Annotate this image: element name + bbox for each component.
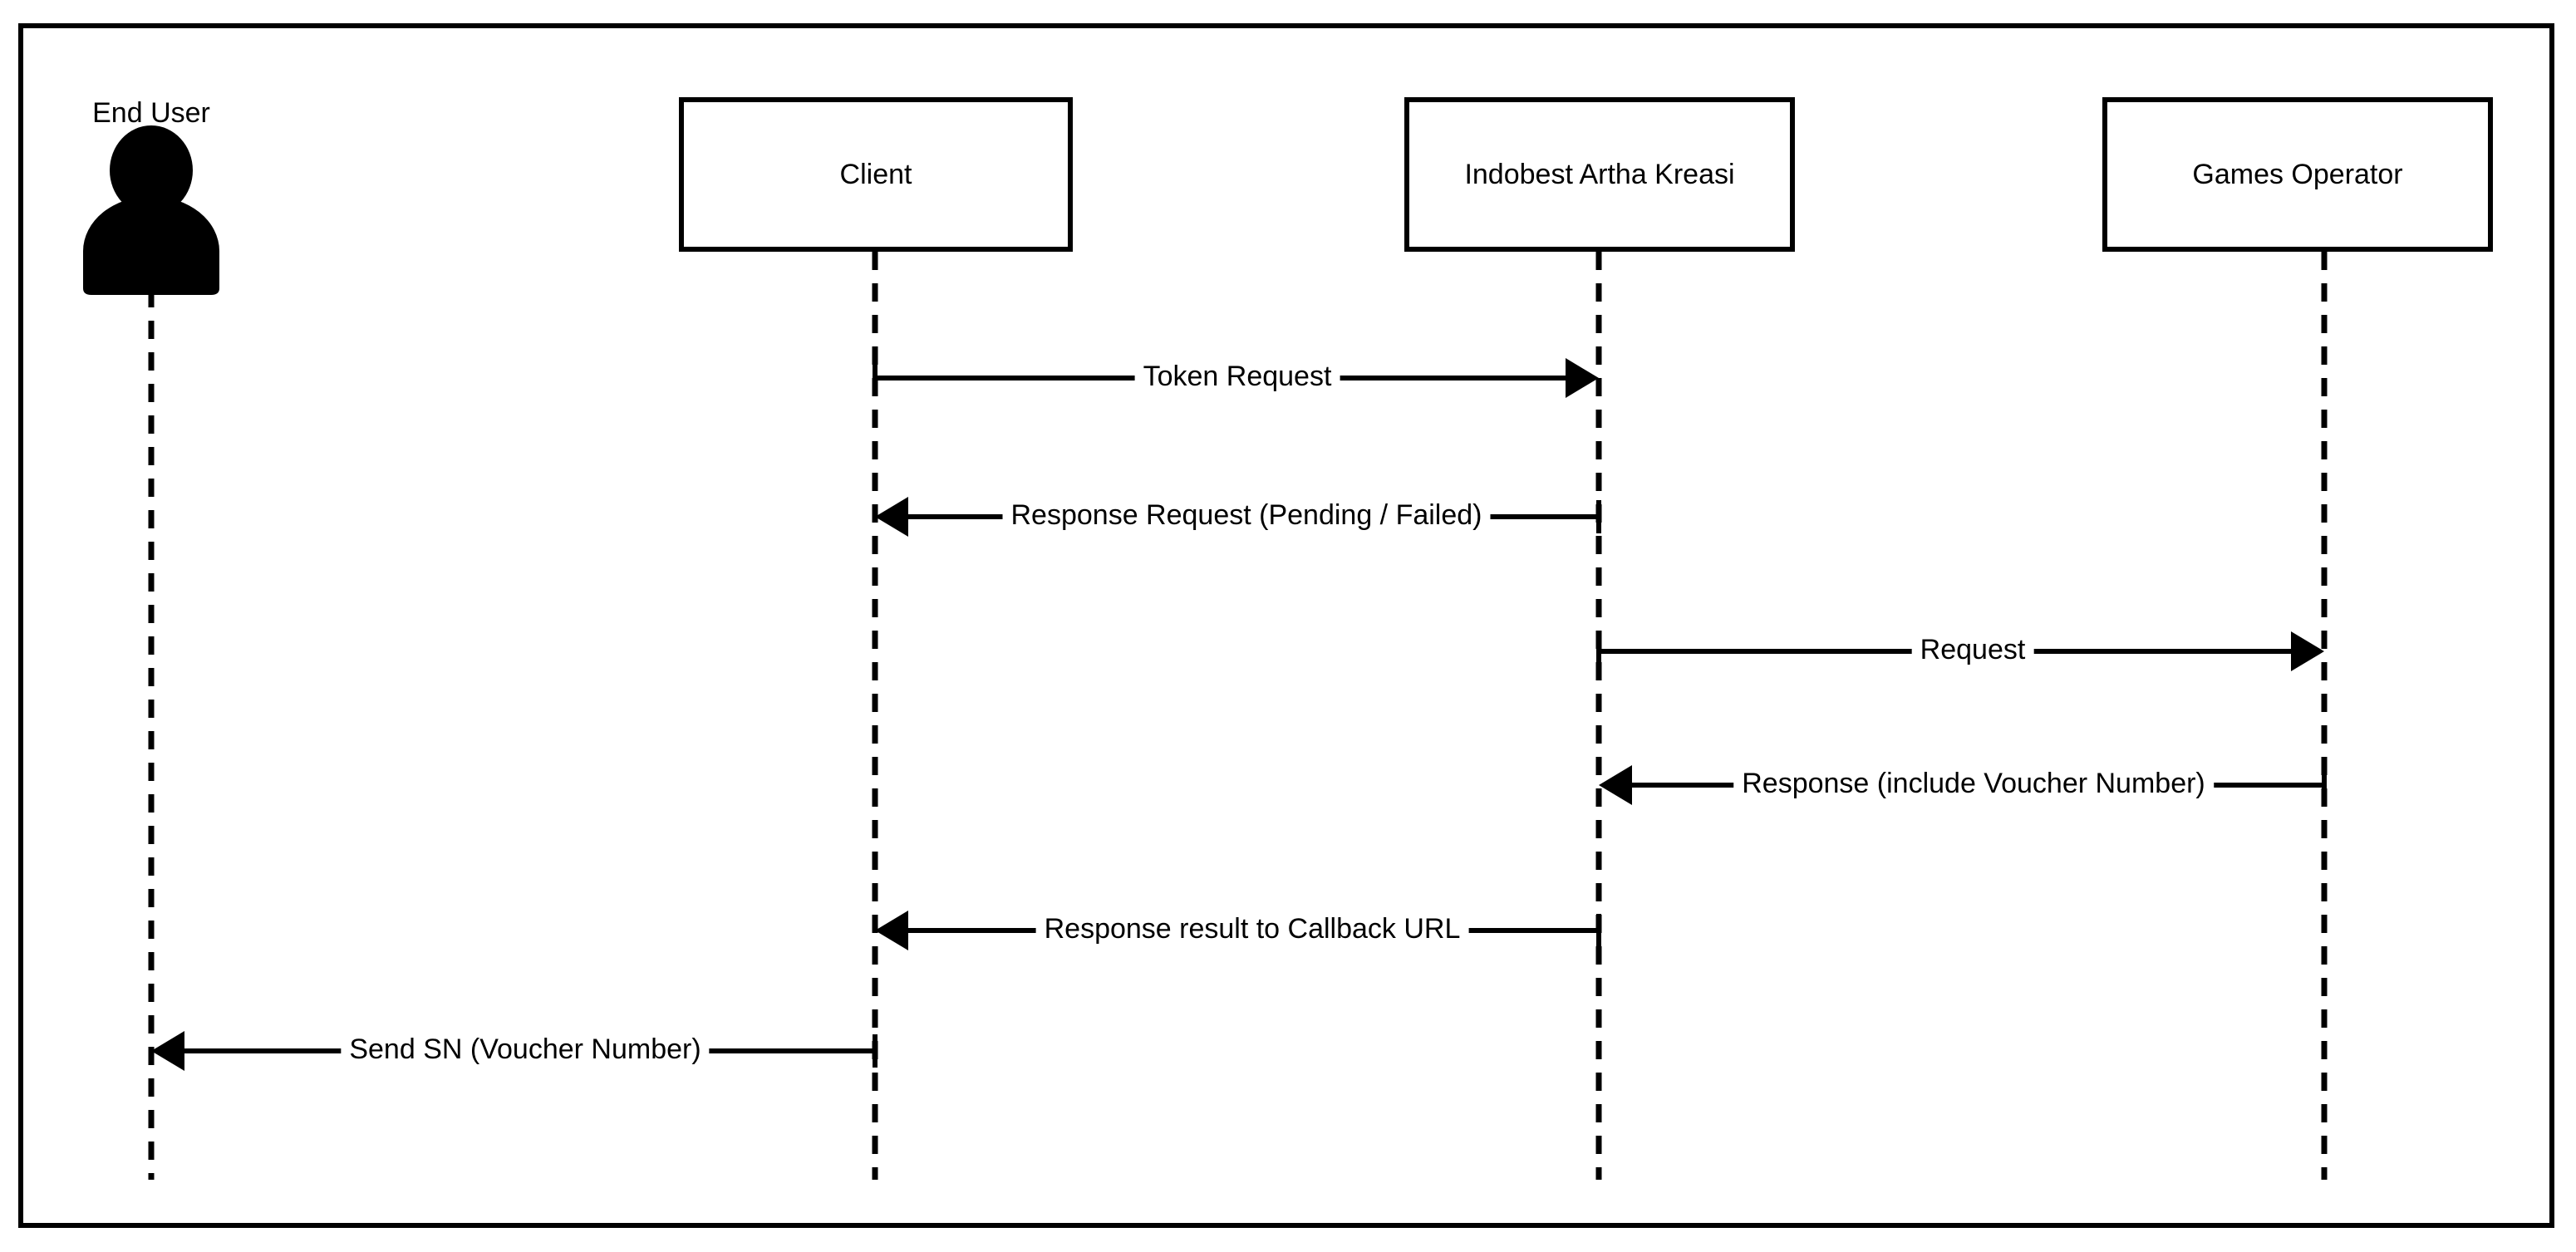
message-arrowhead-2: [875, 497, 908, 537]
message-label-2: Response Request (Pending / Failed): [1002, 501, 1491, 529]
participant-box-client[interactable]: [679, 97, 1073, 252]
message-label-6: Send SN (Voucher Number): [341, 1035, 710, 1063]
message-label-3: Request: [1911, 636, 2034, 664]
message-label-4: Response (include Voucher Number): [1733, 769, 2214, 798]
message-label-1: Token Request: [1134, 362, 1340, 390]
message-arrowhead-4: [1599, 765, 1632, 805]
participants-group: [83, 97, 2493, 295]
message-arrowhead-3: [2291, 631, 2324, 671]
actor-head-icon: [110, 125, 193, 215]
message-arrowhead-5: [875, 911, 908, 950]
participant-label-end-user: End User: [92, 97, 210, 129]
lifelines-group: [148, 252, 2328, 1180]
participant-box-games-operator[interactable]: [2102, 97, 2493, 252]
participant-label-indobest-artha-kreasi: Indobest Artha Kreasi: [1464, 159, 1735, 190]
participant-box-indobest-artha-kreasi[interactable]: [1404, 97, 1795, 252]
actor-body-icon: [83, 196, 219, 295]
participant-label-games-operator: Games Operator: [2192, 159, 2403, 190]
message-label-5: Response result to Callback URL: [1035, 915, 1469, 943]
message-arrowhead-6: [151, 1031, 184, 1071]
participant-label-client: Client: [839, 159, 912, 190]
message-arrowhead-1: [1566, 358, 1599, 398]
